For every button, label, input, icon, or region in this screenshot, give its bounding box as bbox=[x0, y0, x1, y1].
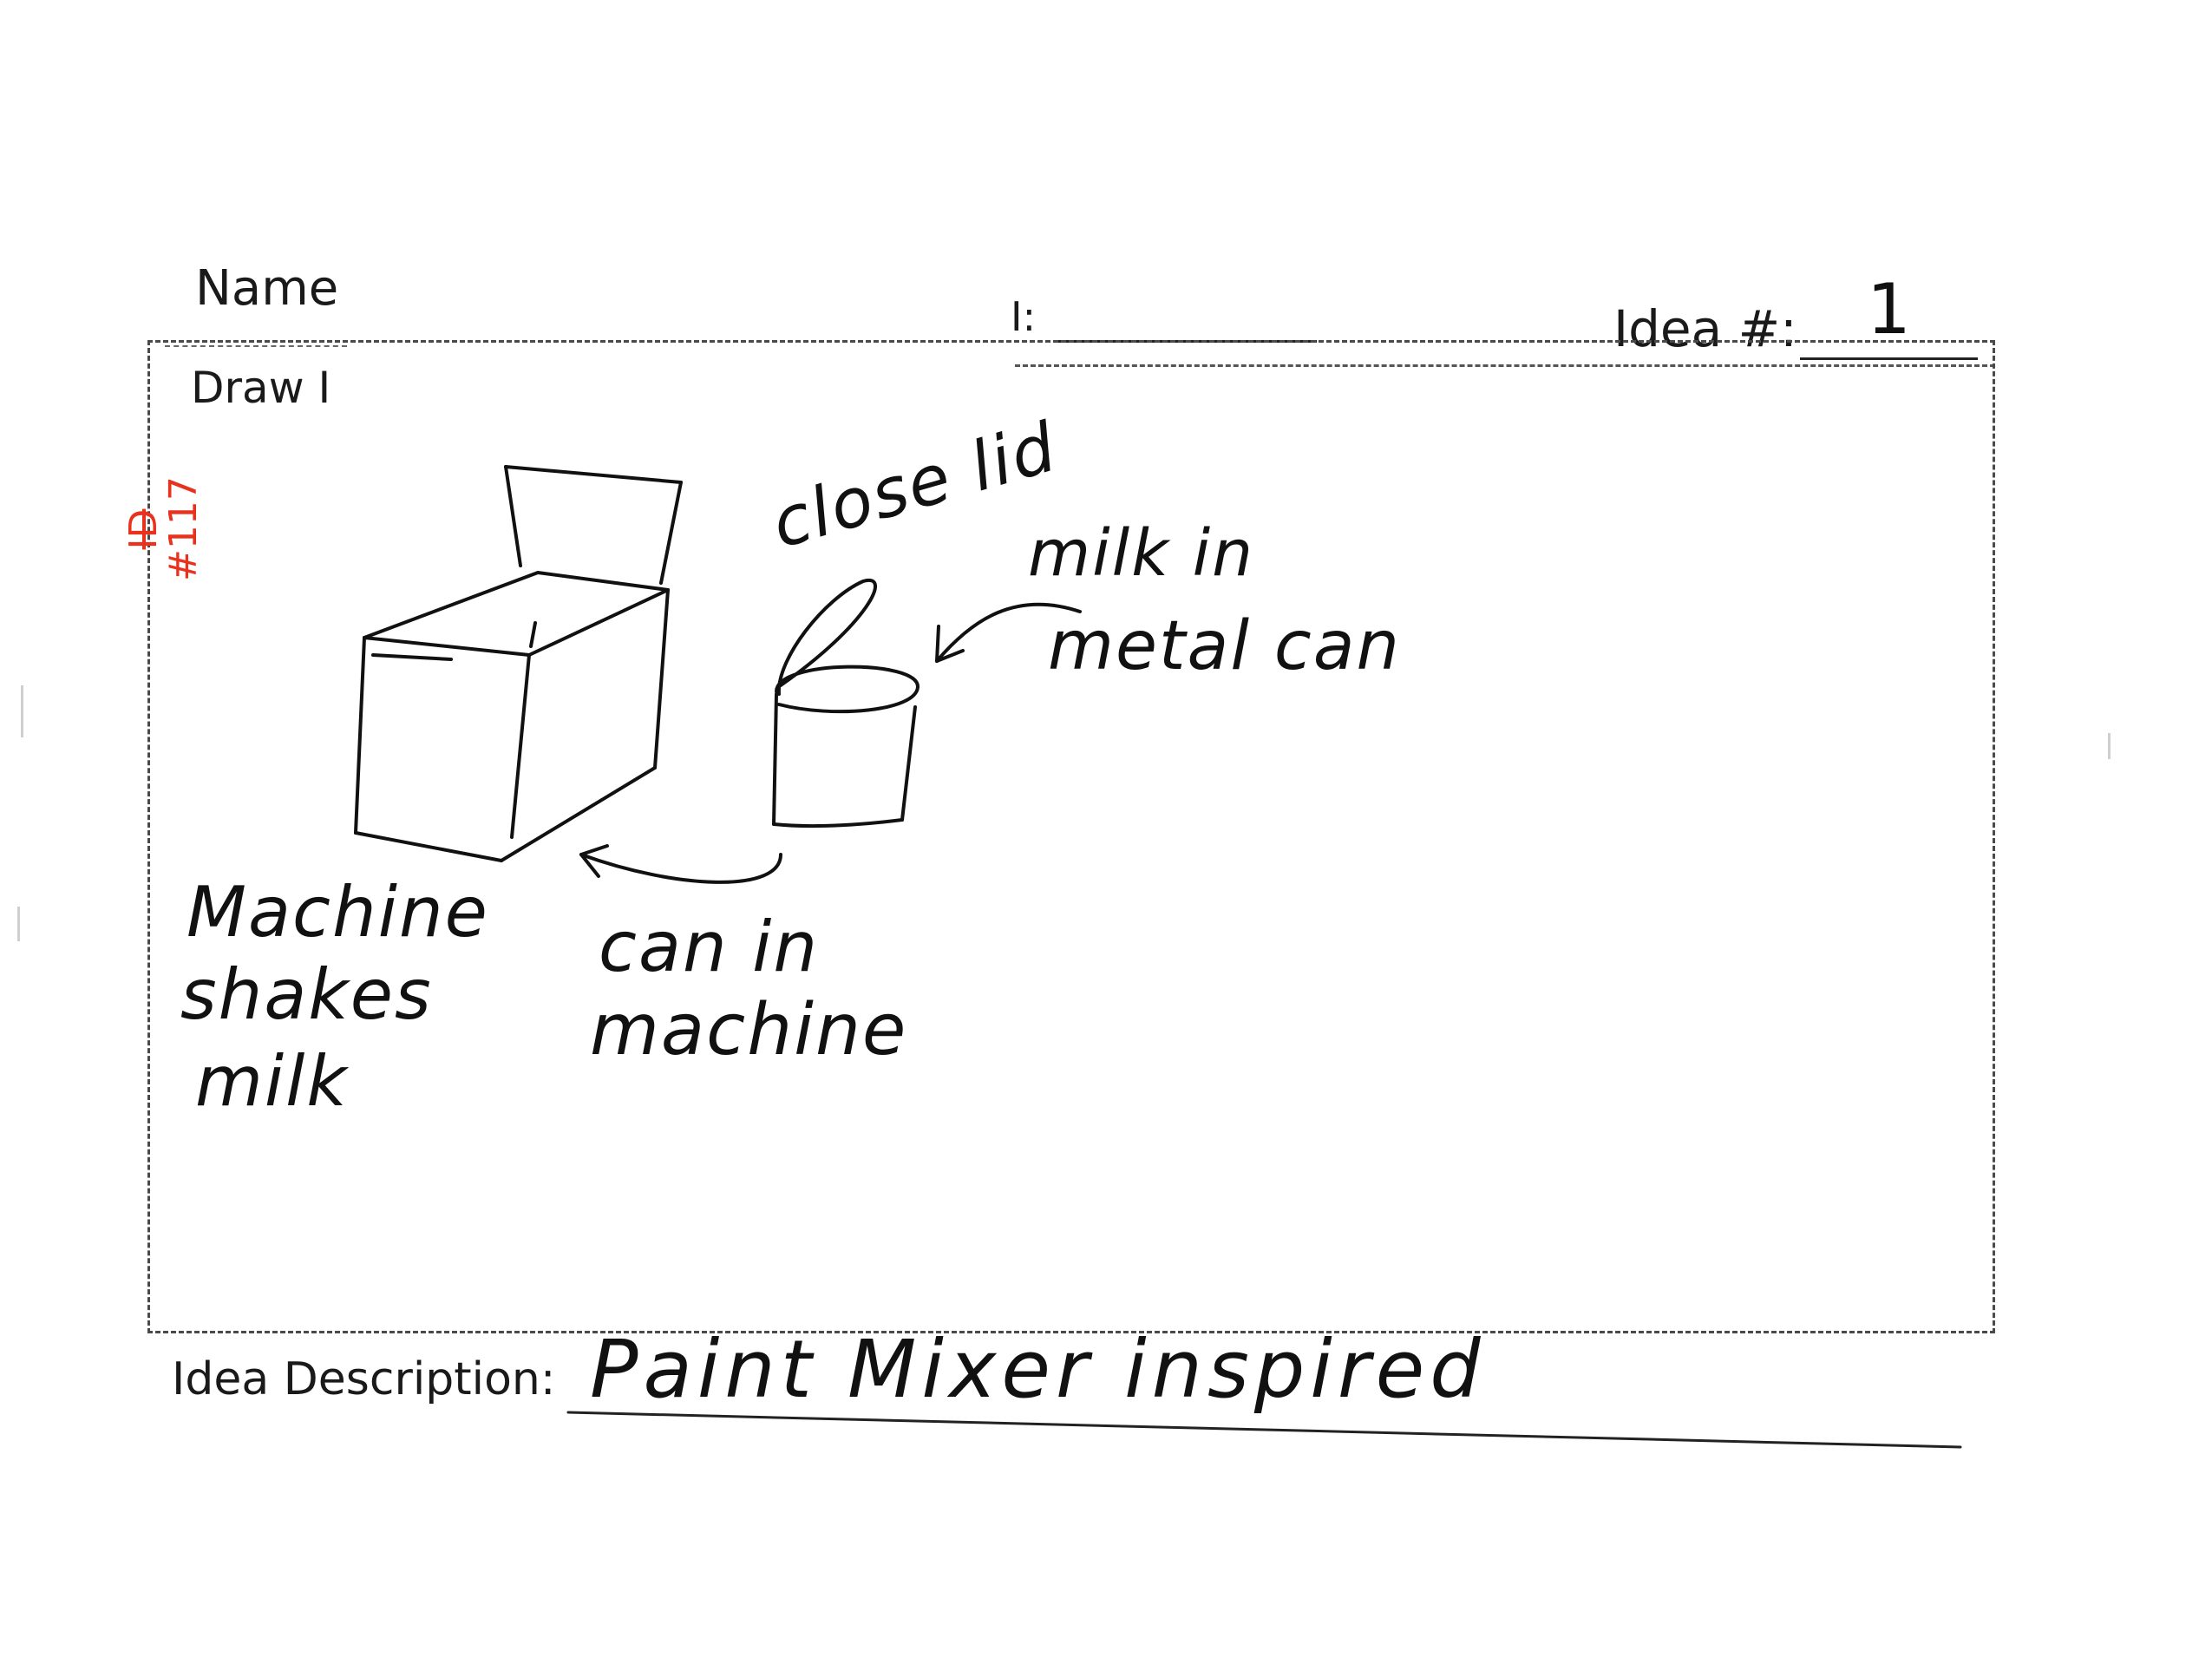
header-rule bbox=[1015, 364, 1995, 367]
field-label: I: bbox=[1011, 293, 1037, 340]
annotation-machine-line2: shakes bbox=[180, 954, 433, 1035]
scan-artifact bbox=[17, 907, 20, 941]
milk-can-drawing bbox=[772, 578, 920, 828]
machine-box-drawing bbox=[354, 465, 683, 862]
name-underline bbox=[165, 345, 347, 347]
description-underline bbox=[566, 1411, 1962, 1449]
scan-artifact bbox=[2108, 733, 2111, 759]
scan-artifact bbox=[21, 685, 23, 737]
drawing-area[interactable] bbox=[147, 340, 1995, 1333]
idea-number-label: Idea #: bbox=[1613, 299, 1797, 358]
description-value[interactable]: Paint Mixer inspired bbox=[590, 1323, 1486, 1416]
annotation-machine-line3: milk bbox=[195, 1041, 349, 1122]
idea-number-underline bbox=[1800, 357, 1978, 360]
annotation-milk-in: milk in bbox=[1028, 516, 1255, 591]
idea-number-value[interactable]: 1 bbox=[1867, 269, 1913, 350]
arrow-to-machine bbox=[579, 844, 782, 884]
arrow-to-can bbox=[935, 602, 1082, 663]
description-label: Idea Description: bbox=[172, 1353, 556, 1405]
draw-label: Draw I bbox=[191, 363, 331, 413]
annotation-metal-can: metal can bbox=[1048, 607, 1401, 685]
name-label: Name bbox=[195, 260, 339, 317]
annotation-can-line2: machine bbox=[590, 989, 908, 1071]
annotation-machine-line1: Machine bbox=[187, 872, 489, 953]
annotation-can-line1: can in bbox=[599, 907, 820, 987]
